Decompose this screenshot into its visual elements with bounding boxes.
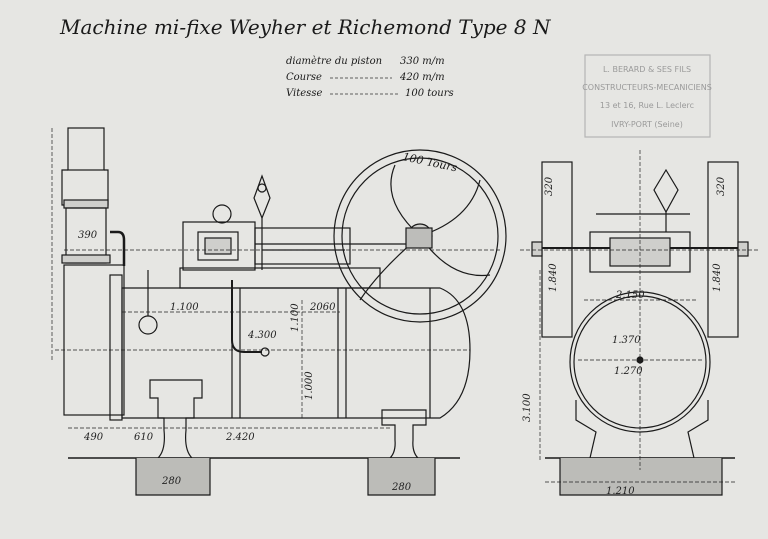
dim-320-left: 320 — [544, 176, 555, 196]
side-dimension-lines — [51, 128, 500, 429]
firebox-end — [63, 264, 125, 416]
water-gauge — [138, 315, 158, 335]
dim-610: 610 — [134, 432, 154, 443]
spec-label-course: Course — [286, 72, 322, 83]
dim-390: 390 — [78, 230, 98, 241]
dim-1100-vertical: 1.100 — [290, 303, 301, 332]
stamp-line-3: 13 et 16, Rue L. Leclerc — [600, 101, 694, 110]
front-support — [575, 400, 709, 459]
support-right — [381, 409, 427, 459]
front-dimension-lines — [520, 150, 760, 483]
dim-490: 490 — [83, 432, 104, 443]
stamp-line-2: CONSTRUCTEURS-MECANICIENS — [582, 83, 712, 92]
spec-value-course: 420 m/m — [399, 72, 445, 83]
pressure-gauge — [212, 204, 232, 224]
dim-3100: 3.100 — [522, 393, 533, 422]
dim-4300: 4.300 — [247, 330, 277, 341]
stamp-line-4: IVRY-PORT (Seine) — [611, 120, 683, 129]
dim-2420: 2.420 — [225, 432, 255, 443]
support-left — [149, 379, 203, 459]
governor — [253, 174, 271, 220]
eccentric — [405, 227, 433, 249]
engine-bed — [179, 267, 381, 289]
spec-label-piston: diamètre du piston — [286, 56, 382, 67]
spec-value-vitesse: 100 tours — [405, 88, 454, 99]
dim-2150: 2.150 — [615, 290, 645, 301]
dim-1100: 1.100 — [170, 302, 199, 313]
crosshead-guide — [254, 227, 351, 265]
dim-1370: 1.370 — [612, 335, 641, 346]
stamp-line-1: L. BERARD & SES FILS — [603, 65, 691, 74]
dim-1210: 1.210 — [606, 486, 635, 497]
side-elevation — [61, 127, 507, 496]
dim-2060: 2060 — [309, 302, 336, 313]
flywheel-label: 100 Tours — [401, 150, 458, 174]
dim-1270: 1.270 — [614, 366, 643, 377]
chimney-top — [67, 127, 105, 171]
flywheel — [333, 149, 507, 323]
spec-value-piston: 330 m/m — [400, 56, 445, 67]
dim-280-right: 280 — [391, 482, 412, 493]
maker-stamp: L. BERARD & SES FILS CONSTRUCTEURS-MECAN… — [582, 54, 712, 138]
dim-1840-left: 1.840 — [548, 263, 559, 292]
spec-label-vitesse: Vitesse — [286, 88, 322, 99]
dim-280-left: 280 — [161, 476, 182, 487]
drawing-title: Machine mi-fixe Weyher et Richemond Type… — [59, 15, 552, 39]
dim-1000: 1.000 — [304, 371, 315, 400]
governor-front — [653, 168, 679, 214]
specs-block: diamètre du piston 330 m/m Course 420 m/… — [286, 56, 454, 99]
dim-1840-right: 1.840 — [712, 263, 723, 292]
dim-320-right: 320 — [716, 176, 727, 196]
